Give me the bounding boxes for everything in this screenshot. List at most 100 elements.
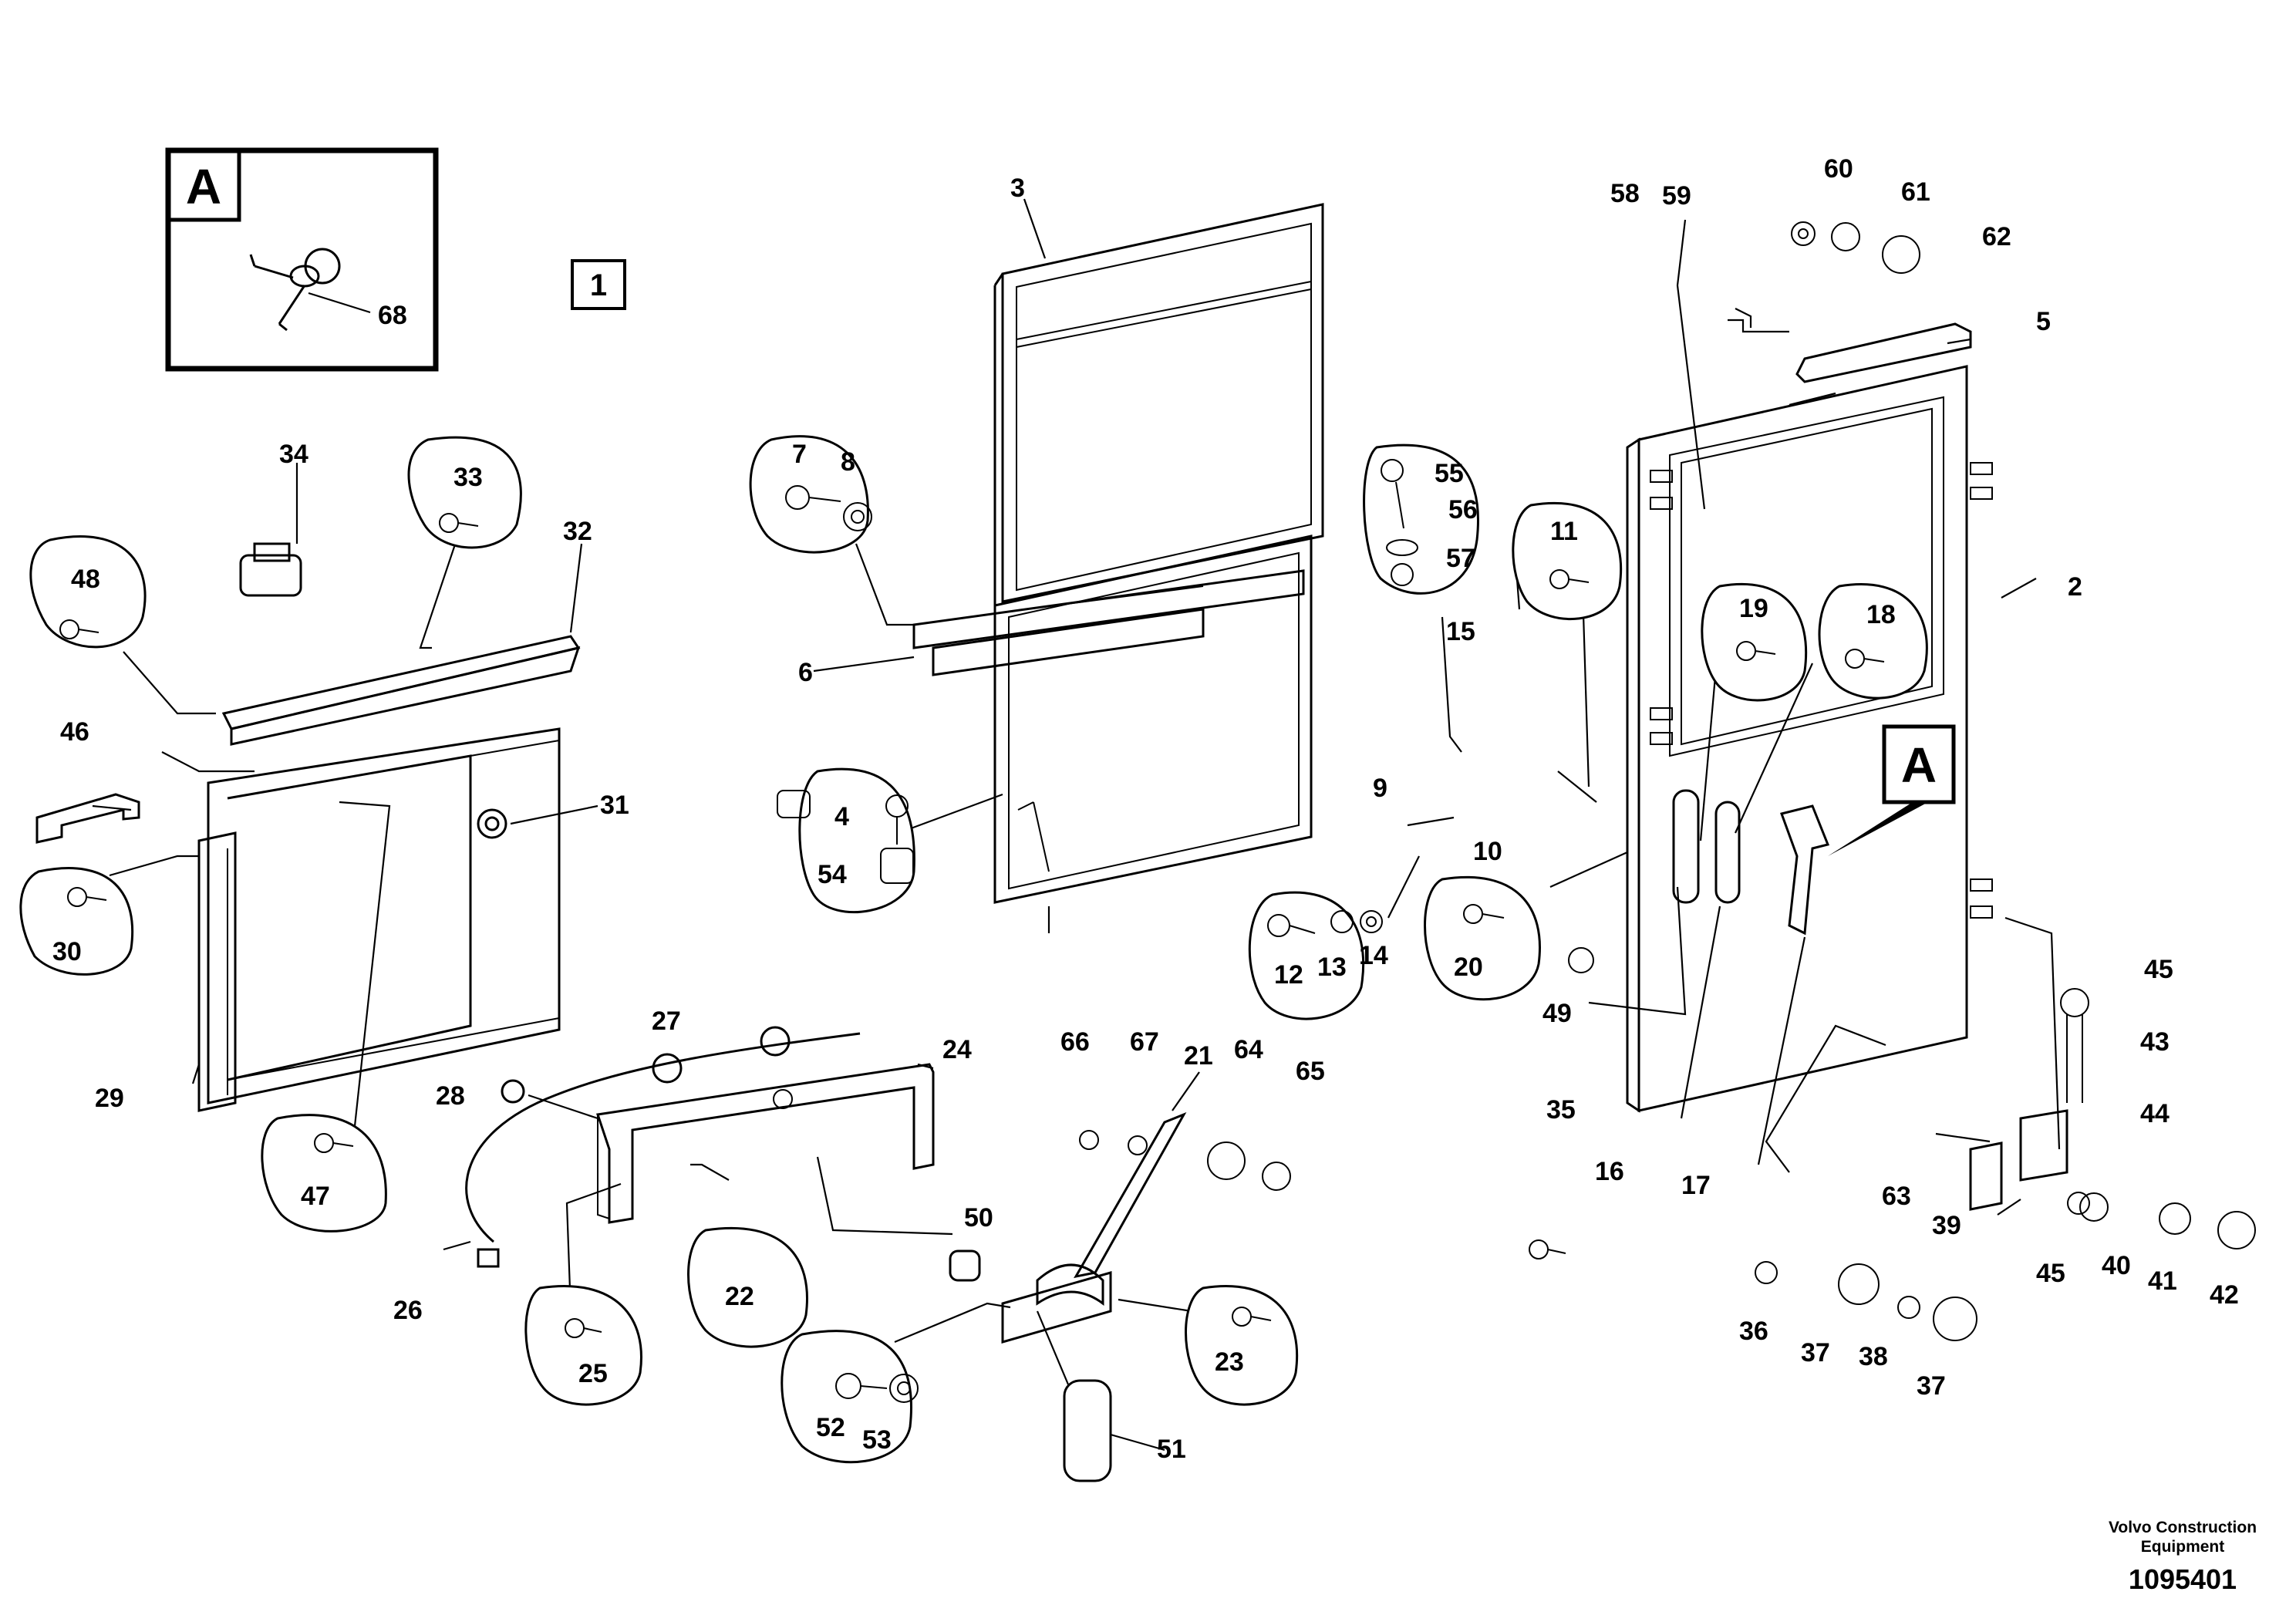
callout-17: 17 xyxy=(1681,1171,1711,1200)
callout-25: 25 xyxy=(578,1359,608,1388)
bubble-19 xyxy=(1701,582,1808,702)
bubble-11 xyxy=(1512,501,1623,621)
part-bubbles xyxy=(19,435,1928,1464)
callout-2: 2 xyxy=(2068,572,2082,602)
callout-27: 27 xyxy=(652,1007,681,1036)
callout-18: 18 xyxy=(1866,600,1896,629)
callout-45b: 45 xyxy=(2036,1259,2065,1288)
callout-11: 11 xyxy=(1550,517,1578,546)
leader-lines-right xyxy=(1387,219,2061,1216)
callout-39: 39 xyxy=(1932,1211,1961,1240)
callout-35: 35 xyxy=(1546,1095,1576,1125)
callout-50: 50 xyxy=(964,1203,993,1233)
window-frame-assembly xyxy=(912,203,1324,904)
callout-14: 14 xyxy=(1359,941,1388,970)
bubble-47 xyxy=(261,1114,387,1233)
drawing-number: 1095401 xyxy=(2129,1563,2237,1595)
callout-16: 16 xyxy=(1595,1157,1624,1186)
callout-29: 29 xyxy=(95,1084,124,1113)
callout-4: 4 xyxy=(834,802,849,831)
callout-45: 45 xyxy=(2144,955,2173,984)
callout-37b: 37 xyxy=(1917,1371,1946,1401)
bubble-18 xyxy=(1818,583,1928,700)
left-panel-assembly xyxy=(35,542,581,1112)
callout-47: 47 xyxy=(301,1182,330,1211)
callout-53: 53 xyxy=(862,1425,892,1455)
callout-32: 32 xyxy=(563,517,592,546)
callout-34: 34 xyxy=(279,440,308,469)
detail-view-a: A xyxy=(165,147,439,372)
callout-48: 48 xyxy=(71,565,100,594)
callout-5: 5 xyxy=(2036,307,2051,336)
company-name-line2: Equipment xyxy=(2141,1538,2225,1556)
callout-31: 31 xyxy=(600,791,629,820)
callout-7: 7 xyxy=(792,440,807,469)
callout-36: 36 xyxy=(1739,1317,1768,1346)
callout-23: 23 xyxy=(1215,1347,1244,1377)
callout-43: 43 xyxy=(2140,1027,2170,1057)
callout-52: 52 xyxy=(816,1413,845,1442)
callout-8: 8 xyxy=(841,447,855,477)
callout-9: 9 xyxy=(1373,774,1387,803)
bubble-22 xyxy=(687,1226,808,1348)
callout-57: 57 xyxy=(1446,544,1475,573)
bubble-23 xyxy=(1185,1285,1299,1406)
leader-lines-center xyxy=(813,198,1050,933)
detail-view-label: A xyxy=(186,159,221,214)
callout-13: 13 xyxy=(1317,953,1347,982)
company-name-line1: Volvo Construction xyxy=(2109,1519,2257,1536)
callout-66: 66 xyxy=(1060,1027,1090,1057)
callout-41: 41 xyxy=(2148,1266,2177,1296)
bubble-33 xyxy=(407,436,522,549)
detail-callout-label: A xyxy=(1901,737,1937,793)
callout-19: 19 xyxy=(1739,594,1768,623)
callout-24: 24 xyxy=(942,1035,972,1064)
callout-49: 49 xyxy=(1542,999,1572,1028)
bubble-25 xyxy=(524,1285,642,1406)
callout-46: 46 xyxy=(60,717,89,747)
callout-38: 38 xyxy=(1859,1342,1888,1371)
callout-62: 62 xyxy=(1982,222,2011,251)
callout-59: 59 xyxy=(1662,181,1691,211)
callout-26: 26 xyxy=(393,1296,423,1325)
bubble-52-53 xyxy=(781,1330,912,1464)
callout-40: 40 xyxy=(2102,1251,2131,1280)
callout-15: 15 xyxy=(1446,617,1475,646)
callout-60: 60 xyxy=(1824,154,1853,184)
callout-64: 64 xyxy=(1234,1035,1263,1064)
callout-68: 68 xyxy=(378,301,407,330)
callout-30: 30 xyxy=(52,937,82,966)
callout-6: 6 xyxy=(798,658,813,687)
callout-33: 33 xyxy=(453,463,483,492)
bubble-30 xyxy=(19,867,134,976)
leader-lines-lower xyxy=(443,1063,1200,1344)
door-assembly xyxy=(1626,322,2068,1211)
bubble-12-14 xyxy=(1248,891,1365,1020)
regulator-assembly xyxy=(465,1026,1187,1482)
callout-54: 54 xyxy=(818,860,847,889)
callout-61: 61 xyxy=(1901,177,1930,207)
callout-56: 56 xyxy=(1448,495,1478,524)
callout-37: 37 xyxy=(1801,1338,1830,1367)
main-view-box: 1 xyxy=(571,259,626,310)
callout-22: 22 xyxy=(725,1282,754,1311)
callout-65: 65 xyxy=(1296,1057,1325,1086)
callout-51: 51 xyxy=(1157,1435,1186,1464)
callout-28: 28 xyxy=(436,1081,465,1111)
callout-12: 12 xyxy=(1274,960,1303,990)
callout-numbers: 2 3 4 5 6 7 8 9 10 11 12 13 14 15 16 17 … xyxy=(52,154,2239,1464)
callout-21: 21 xyxy=(1184,1041,1213,1071)
main-view-label: 1 xyxy=(590,268,607,302)
callout-42: 42 xyxy=(2210,1280,2239,1310)
callout-67: 67 xyxy=(1130,1027,1159,1057)
detail-callout-a: A xyxy=(1828,724,1956,856)
callout-20: 20 xyxy=(1454,953,1483,982)
credit-block: Volvo Construction Equipment 1095401 xyxy=(2109,1519,2257,1595)
leader-lines-left xyxy=(92,463,598,1127)
callout-55: 55 xyxy=(1435,459,1464,488)
callout-58: 58 xyxy=(1610,179,1640,208)
bubble-20 xyxy=(1424,875,1541,1001)
key-icon xyxy=(249,248,341,332)
bubble-48 xyxy=(29,535,147,649)
